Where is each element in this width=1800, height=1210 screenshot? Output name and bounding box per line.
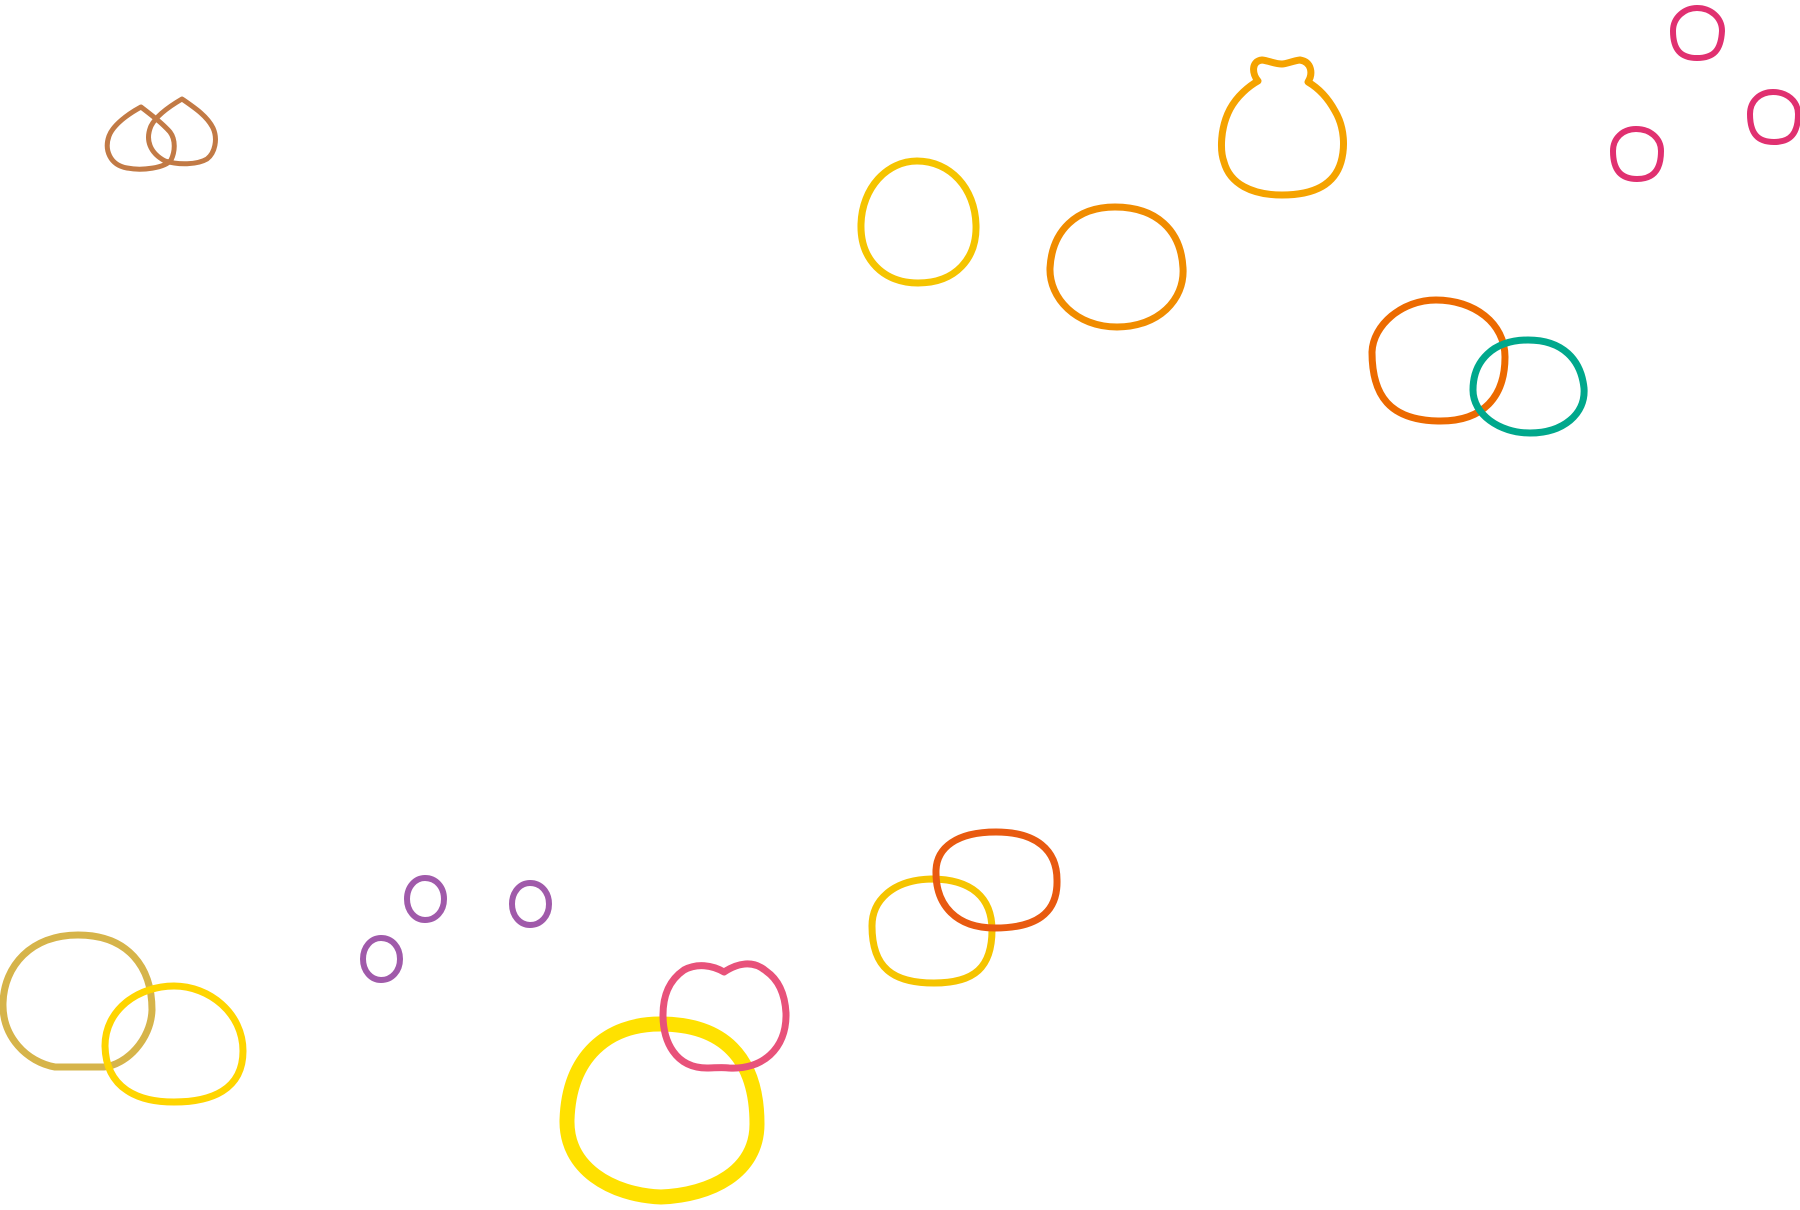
grape-outline-purple-2 [509,880,552,928]
grape-outline-purple-3 [360,935,403,983]
loaf-outline-khaki [0,931,156,1071]
round-fruit-outline-orange [1046,203,1187,331]
grape-outline-purple-1 [404,875,447,923]
berry-outline-pink-top [1670,5,1725,61]
chestnut-outline-left [104,104,177,172]
berry-outline-pink-left [1610,126,1664,182]
big-fruit-outline-lemon [559,1016,765,1205]
pouch-outline-amber [1218,56,1347,199]
round-fruit-outline-teal [1469,336,1588,437]
round-fruit-outline-vermilion [932,828,1061,932]
round-fruit-outline-dark-orange [1368,296,1509,425]
round-fruit-outline-yellow-left [101,982,247,1106]
berry-outline-pink-right [1747,89,1800,145]
chestnut-outline-right [146,96,218,167]
round-fruit-outline-yellow-right [868,875,996,987]
apple-outline-rose [659,960,790,1072]
round-fruit-outline-mustard [857,157,980,287]
